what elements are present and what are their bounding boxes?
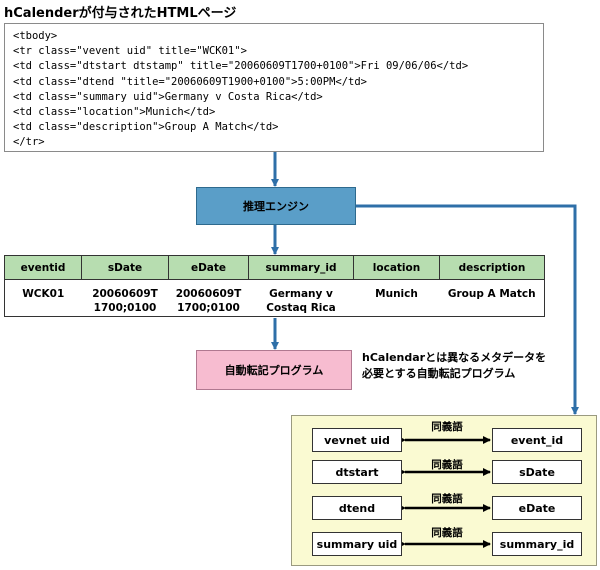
hcalendar-term-box: vevnet uid bbox=[312, 428, 402, 452]
column-header: eDate bbox=[168, 255, 249, 280]
cell-text: Group A Match bbox=[447, 288, 536, 300]
code-line: <td class="dtend "title="20060609T1900+0… bbox=[13, 75, 368, 88]
data-table: eventid sDate eDate summary_id location … bbox=[4, 255, 545, 317]
code-line: </tr> bbox=[13, 136, 45, 149]
table-cell: WCK01 bbox=[4, 279, 82, 317]
code-line: <tr class="vevent uid" title="WCK01"> bbox=[13, 45, 247, 58]
note-line: 必要とする自動転記プログラム bbox=[362, 367, 516, 380]
hcalendar-term-box: dtstart bbox=[312, 460, 402, 484]
synonym-label: 同義語 bbox=[431, 459, 463, 471]
synonym-label: 同義語 bbox=[431, 527, 463, 539]
cell-text: Germany v bbox=[269, 288, 333, 300]
cell-text: 20060609T bbox=[92, 288, 158, 300]
inference-engine-box: 推理エンジン bbox=[196, 187, 356, 225]
code-line: <td class="dtstart dtstamp" title="20060… bbox=[13, 60, 469, 73]
table-header-row: eventid sDate eDate summary_id location … bbox=[4, 255, 545, 280]
code-line: <td class="description">Group A Match</t… bbox=[13, 121, 279, 134]
code-block: <tbody> <tr class="vevent uid" title="WC… bbox=[4, 23, 544, 152]
cell-text: 1700;0100 bbox=[93, 302, 157, 314]
page-title: hCalenderが付与されたHTMLページ bbox=[4, 6, 237, 21]
code-line: <tbody> bbox=[13, 30, 58, 42]
transcription-program-box: 自動転記プログラム bbox=[196, 350, 352, 390]
program-term-box: summary_id bbox=[492, 532, 582, 556]
cell-text: 20060609T bbox=[175, 288, 242, 300]
synonym-arrows bbox=[398, 436, 491, 548]
column-header: location bbox=[353, 255, 440, 280]
cell-text: 1700;0100 bbox=[177, 302, 240, 314]
program-term-box: eDate bbox=[492, 496, 582, 520]
cell-text: WCK01 bbox=[22, 288, 65, 300]
column-header: eventid bbox=[4, 255, 82, 280]
arrow-engine-to-panel bbox=[356, 204, 579, 415]
table-cell: 20060609T 1700;0100 bbox=[168, 279, 249, 317]
hcalendar-term-box: summary uid bbox=[312, 532, 402, 556]
column-header: description bbox=[439, 255, 545, 280]
program-term-box: event_id bbox=[492, 428, 582, 452]
hcalendar-term-box: dtend bbox=[312, 496, 402, 520]
code-line: <td class="location">Munich</td> bbox=[13, 106, 216, 119]
cell-text: Munich bbox=[375, 288, 418, 300]
table-cell: Group A Match bbox=[439, 279, 545, 317]
table-cell: 20060609T 1700;0100 bbox=[81, 279, 169, 317]
program-note: hCalendarとは異なるメタデータを 必要とする自動転記プログラム bbox=[362, 350, 546, 382]
synonym-label: 同義語 bbox=[431, 421, 463, 433]
cell-text: Costaq Rica bbox=[266, 302, 336, 314]
table-cell: Munich bbox=[353, 279, 440, 317]
program-term-box: sDate bbox=[492, 460, 582, 484]
column-header: sDate bbox=[81, 255, 169, 280]
note-line: hCalendarとは異なるメタデータを bbox=[362, 351, 547, 364]
table-cell: Germany v Costaq Rica bbox=[248, 279, 354, 317]
table-row: WCK01 20060609T 1700;0100 20060609T 1700;0… bbox=[4, 279, 545, 317]
synonym-label: 同義語 bbox=[431, 493, 463, 505]
synonym-panel: vevnet uid 同義語 event_id dtstart 同義語 sDat… bbox=[291, 415, 597, 566]
code-line: <td class="summary uid">Germany v Costa … bbox=[13, 90, 323, 103]
column-header: summary_id bbox=[248, 255, 354, 280]
